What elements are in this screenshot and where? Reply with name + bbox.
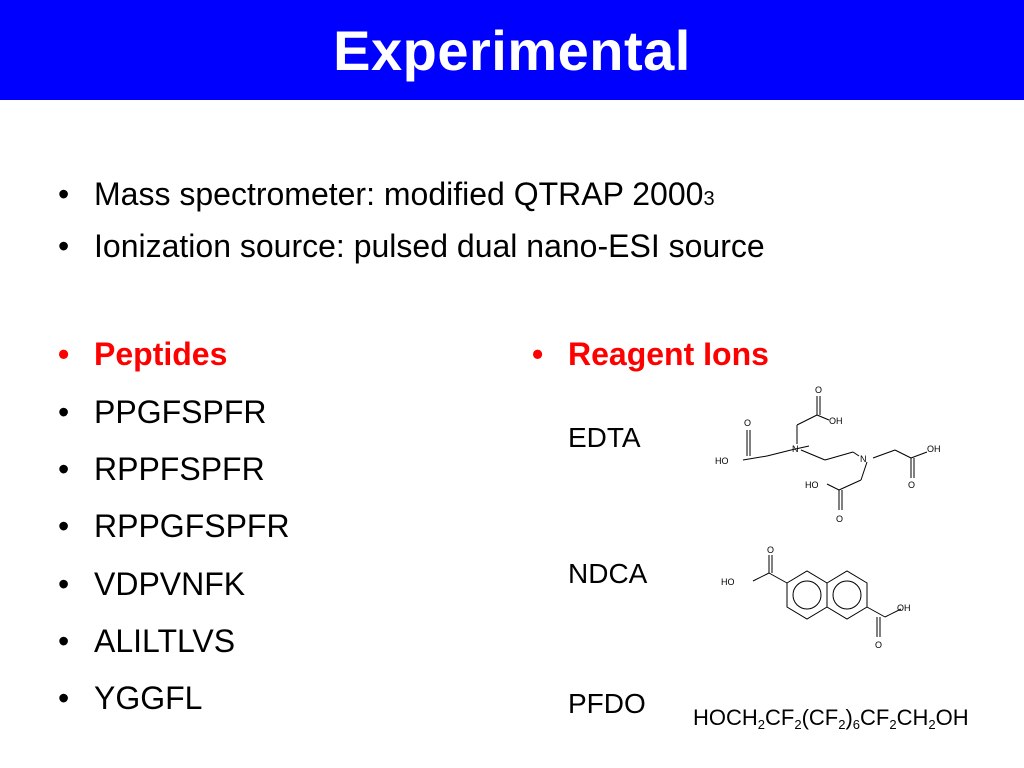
formula-text: OH [935, 705, 969, 730]
reagents-heading-text: Reagent Ions [568, 336, 769, 372]
list-item: • YGGFL [58, 680, 202, 717]
formula-text: CH [896, 705, 929, 730]
peptide-sequence: RPPGFSPFR [94, 508, 290, 544]
list-item: • RPPFSPFR [58, 451, 265, 488]
reagent-label-edta: EDTA [568, 422, 641, 453]
peptides-heading: • Peptides [58, 336, 227, 373]
bullet-icon: • [58, 566, 70, 602]
formula-subscript: 2 [928, 717, 936, 732]
intro-text: Ionization source: pulsed dual nano-ESI … [94, 228, 765, 264]
bullet-icon: • [58, 680, 70, 716]
bullet-icon: • [58, 336, 70, 372]
atom-label: O [767, 545, 774, 555]
peptide-sequence: RPPFSPFR [94, 451, 265, 487]
bullet-icon: • [58, 394, 70, 430]
list-item: • VDPVNFK [58, 566, 245, 603]
peptide-sequence: VDPVNFK [94, 566, 246, 602]
list-item: • ALILTLVS [58, 623, 235, 660]
reagents-heading: • Reagent Ions [532, 336, 769, 373]
atom-label: OH [829, 416, 843, 426]
intro-text: Mass spectrometer: modified QTRAP 2000 [94, 176, 704, 212]
atom-label: OH [927, 444, 941, 454]
bullet-icon: • [58, 508, 70, 544]
atom-label: OH [897, 603, 911, 613]
formula-subscript: 2 [889, 717, 897, 732]
bullet-icon: • [532, 336, 544, 372]
peptide-sequence: YGGFL [94, 680, 203, 716]
atom-label: O [836, 514, 843, 524]
peptide-sequence: PPGFSPFR [94, 394, 267, 430]
atom-label: N [792, 444, 799, 454]
ndca-structure: HO O OH O [721, 545, 911, 650]
bullet-icon: • [58, 451, 70, 487]
atom-label: O [744, 418, 751, 428]
intro-item-mass-spec: • Mass spectrometer: modified QTRAP 2000… [58, 176, 715, 212]
formula-text: CF [860, 705, 890, 730]
atom-label: O [875, 640, 882, 650]
bullet-icon: • [58, 623, 70, 659]
atom-label: O [815, 385, 822, 395]
pfdo-formula: HOCH2CF2(CF2)6CF2CH2OH [693, 705, 969, 731]
peptides-heading-text: Peptides [94, 336, 228, 372]
atom-label: HO [715, 456, 729, 466]
slide-title: Experimental [333, 18, 691, 82]
intro-item-ionization: • Ionization source: pulsed dual nano-ES… [58, 228, 765, 265]
formula-subscript: 2 [838, 717, 846, 732]
atom-label: HO [805, 480, 819, 490]
list-item: • PPGFSPFR [58, 394, 266, 431]
list-item: • RPPGFSPFR [58, 508, 290, 545]
atom-label: N [860, 454, 867, 464]
formula-text: HOCH [693, 705, 758, 730]
atom-label: HO [721, 577, 735, 587]
formula-subscript: 6 [852, 717, 861, 732]
formula-text: (CF [801, 705, 839, 730]
reagent-label-pfdo: PFDO [568, 688, 646, 719]
bullet-icon: • [58, 228, 70, 264]
formula-text: ) [845, 705, 853, 730]
edta-structure: HO O N O OH N HO O OH O [715, 385, 941, 524]
formula-text: CF [765, 705, 795, 730]
bullet-icon: • [58, 176, 70, 212]
reagent-label-ndca: NDCA [568, 558, 648, 589]
atom-label: O [908, 480, 915, 490]
title-bar: Experimental [0, 0, 1024, 100]
peptide-sequence: ALILTLVS [94, 623, 236, 659]
formula-subscript: 2 [794, 717, 802, 732]
formula-subscript: 2 [757, 717, 766, 732]
